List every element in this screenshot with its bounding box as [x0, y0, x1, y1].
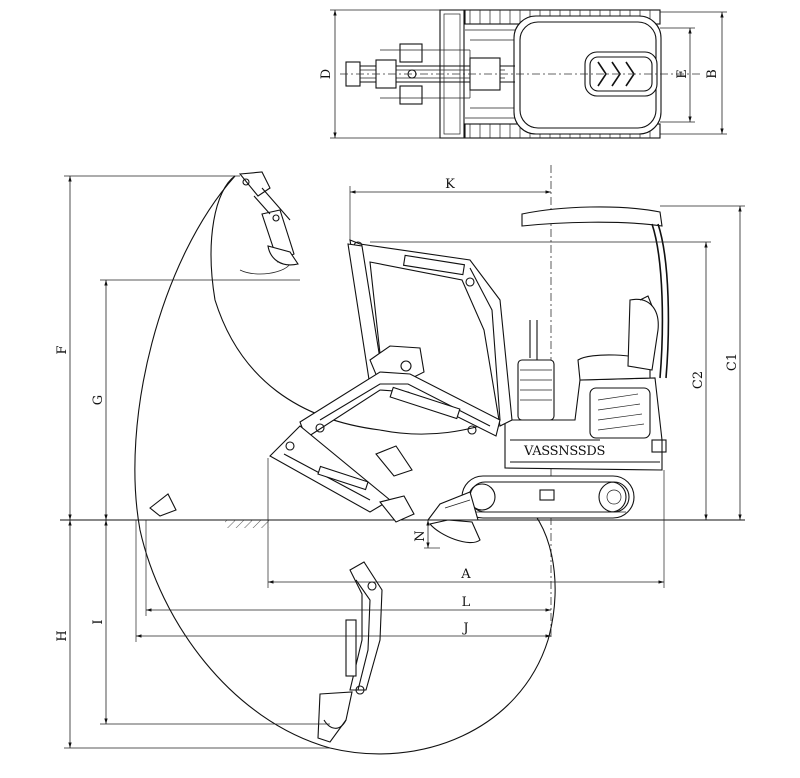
dim-label-f: F: [55, 345, 70, 354]
dim-label-c1: C1: [725, 353, 740, 371]
dim-label-a: A: [460, 567, 471, 582]
dim-label-b: B: [705, 69, 720, 79]
cab-plate-text: VASSNSSDS: [523, 444, 605, 459]
dim-label-n: N: [413, 530, 428, 541]
dim-label-i: I: [91, 619, 106, 624]
boom-lowered: [299, 371, 501, 439]
dim-label-k: K: [445, 177, 455, 192]
dim-label-c2: C2: [691, 371, 706, 389]
dim-label-h: H: [55, 630, 70, 641]
side-view: VASSNSSDS: [55, 165, 745, 755]
dim-label-g: G: [91, 395, 106, 405]
dim-label-l: L: [462, 595, 471, 610]
reach-envelope: [134, 175, 556, 755]
dim-label-d: D: [319, 69, 334, 79]
dim-label-j: J: [461, 621, 468, 636]
top-view: D E B: [319, 9, 727, 139]
dim-label-e: E: [675, 69, 690, 79]
ground-hatch: [225, 520, 270, 528]
